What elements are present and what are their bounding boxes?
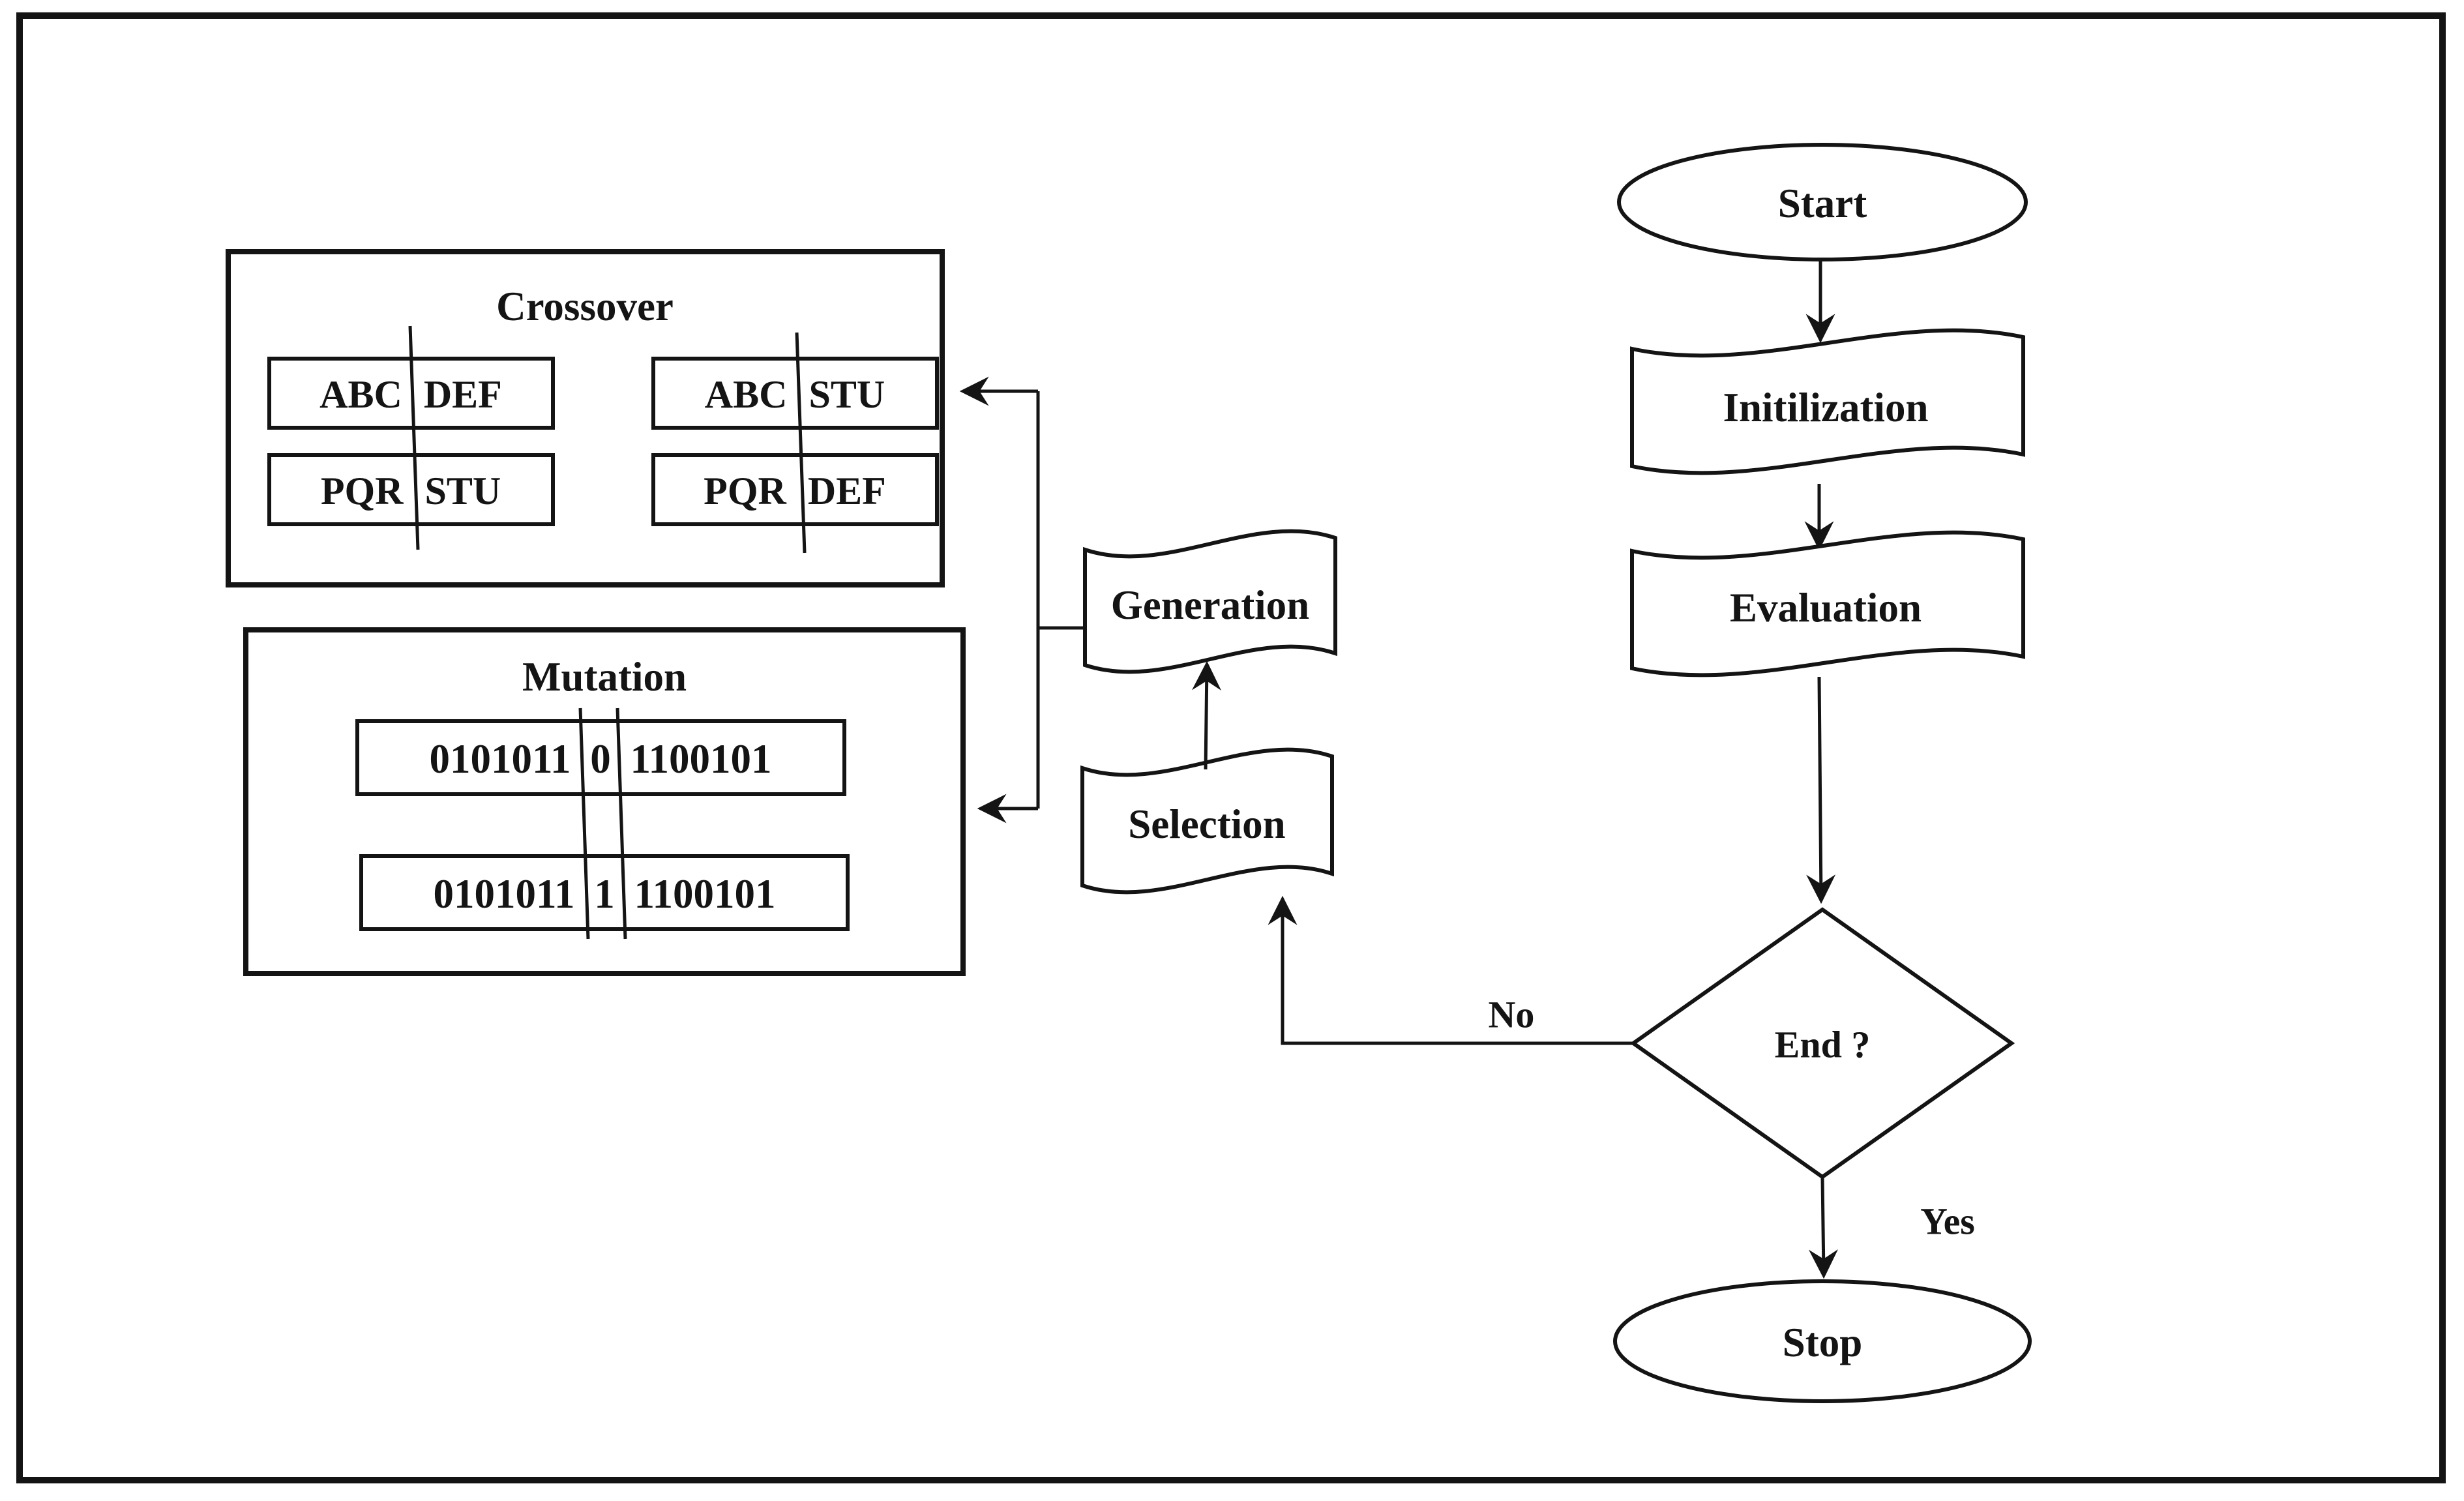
crossover-cutpoint-line-left bbox=[408, 325, 420, 550]
crossover-group: Crossover ABC DEF PQR STU ABC STU PQR DE… bbox=[226, 249, 945, 587]
mutation-bit-line-left bbox=[578, 707, 590, 940]
mutation-before-label: 0101011 0 1100101 bbox=[429, 736, 771, 782]
feedback-connectors bbox=[959, 376, 1085, 824]
start-node: Start bbox=[1617, 143, 2028, 261]
mutation-title: Mutation bbox=[522, 654, 687, 700]
crossover-child1-box bbox=[651, 357, 939, 430]
selection-node: Selection bbox=[1080, 747, 1334, 895]
selection-shape bbox=[1080, 747, 1334, 895]
mutation-group: Mutation 0101011 0 1100101 0101011 1 110… bbox=[243, 627, 966, 976]
crossover-parent2-label: PQR STU bbox=[321, 469, 501, 513]
decision-label: End ? bbox=[1775, 1024, 1871, 1066]
arrow-decision-to-stop bbox=[1808, 1176, 1838, 1279]
evaluation-node: Evaluation bbox=[1630, 530, 2025, 677]
stop-shape bbox=[1613, 1279, 2032, 1403]
arrow-evaluation-to-decision bbox=[1806, 676, 1836, 904]
stop-node: Stop bbox=[1613, 1279, 2032, 1403]
crossover-child2-box bbox=[651, 453, 939, 526]
crossover-title: Crossover bbox=[496, 284, 674, 329]
no-edge-label: No bbox=[1489, 994, 1535, 1036]
arrow-no-to-selection bbox=[1268, 895, 1633, 1045]
crossover-child1-label: ABC STU bbox=[705, 373, 885, 416]
crossover-cutpoint-line-right bbox=[795, 332, 807, 554]
mutation-after-label: 0101011 1 1100101 bbox=[433, 871, 775, 917]
crossover-child2-label: PQR DEF bbox=[704, 469, 886, 513]
mutation-after-box bbox=[359, 854, 850, 931]
generation-label: Generation bbox=[1111, 582, 1309, 628]
start-shape bbox=[1617, 143, 2028, 261]
start-label: Start bbox=[1778, 181, 1867, 226]
generation-node: Generation bbox=[1083, 529, 1337, 674]
mutation-before-box bbox=[355, 719, 846, 796]
crossover-parent2-box bbox=[267, 453, 555, 526]
mutation-bit-line-right bbox=[616, 707, 627, 940]
initialization-node: Initilization bbox=[1630, 328, 2025, 475]
generation-shape bbox=[1083, 529, 1337, 674]
evaluation-label: Evaluation bbox=[1730, 585, 1922, 631]
arrow-selection-to-generation bbox=[1192, 661, 1222, 770]
selection-label: Selection bbox=[1128, 801, 1285, 847]
stop-label: Stop bbox=[1783, 1320, 1863, 1365]
initialization-label: Initilization bbox=[1723, 385, 1928, 430]
initialization-shape bbox=[1630, 328, 2025, 475]
yes-edge-label: Yes bbox=[1920, 1200, 1975, 1243]
evaluation-shape bbox=[1630, 530, 2025, 677]
